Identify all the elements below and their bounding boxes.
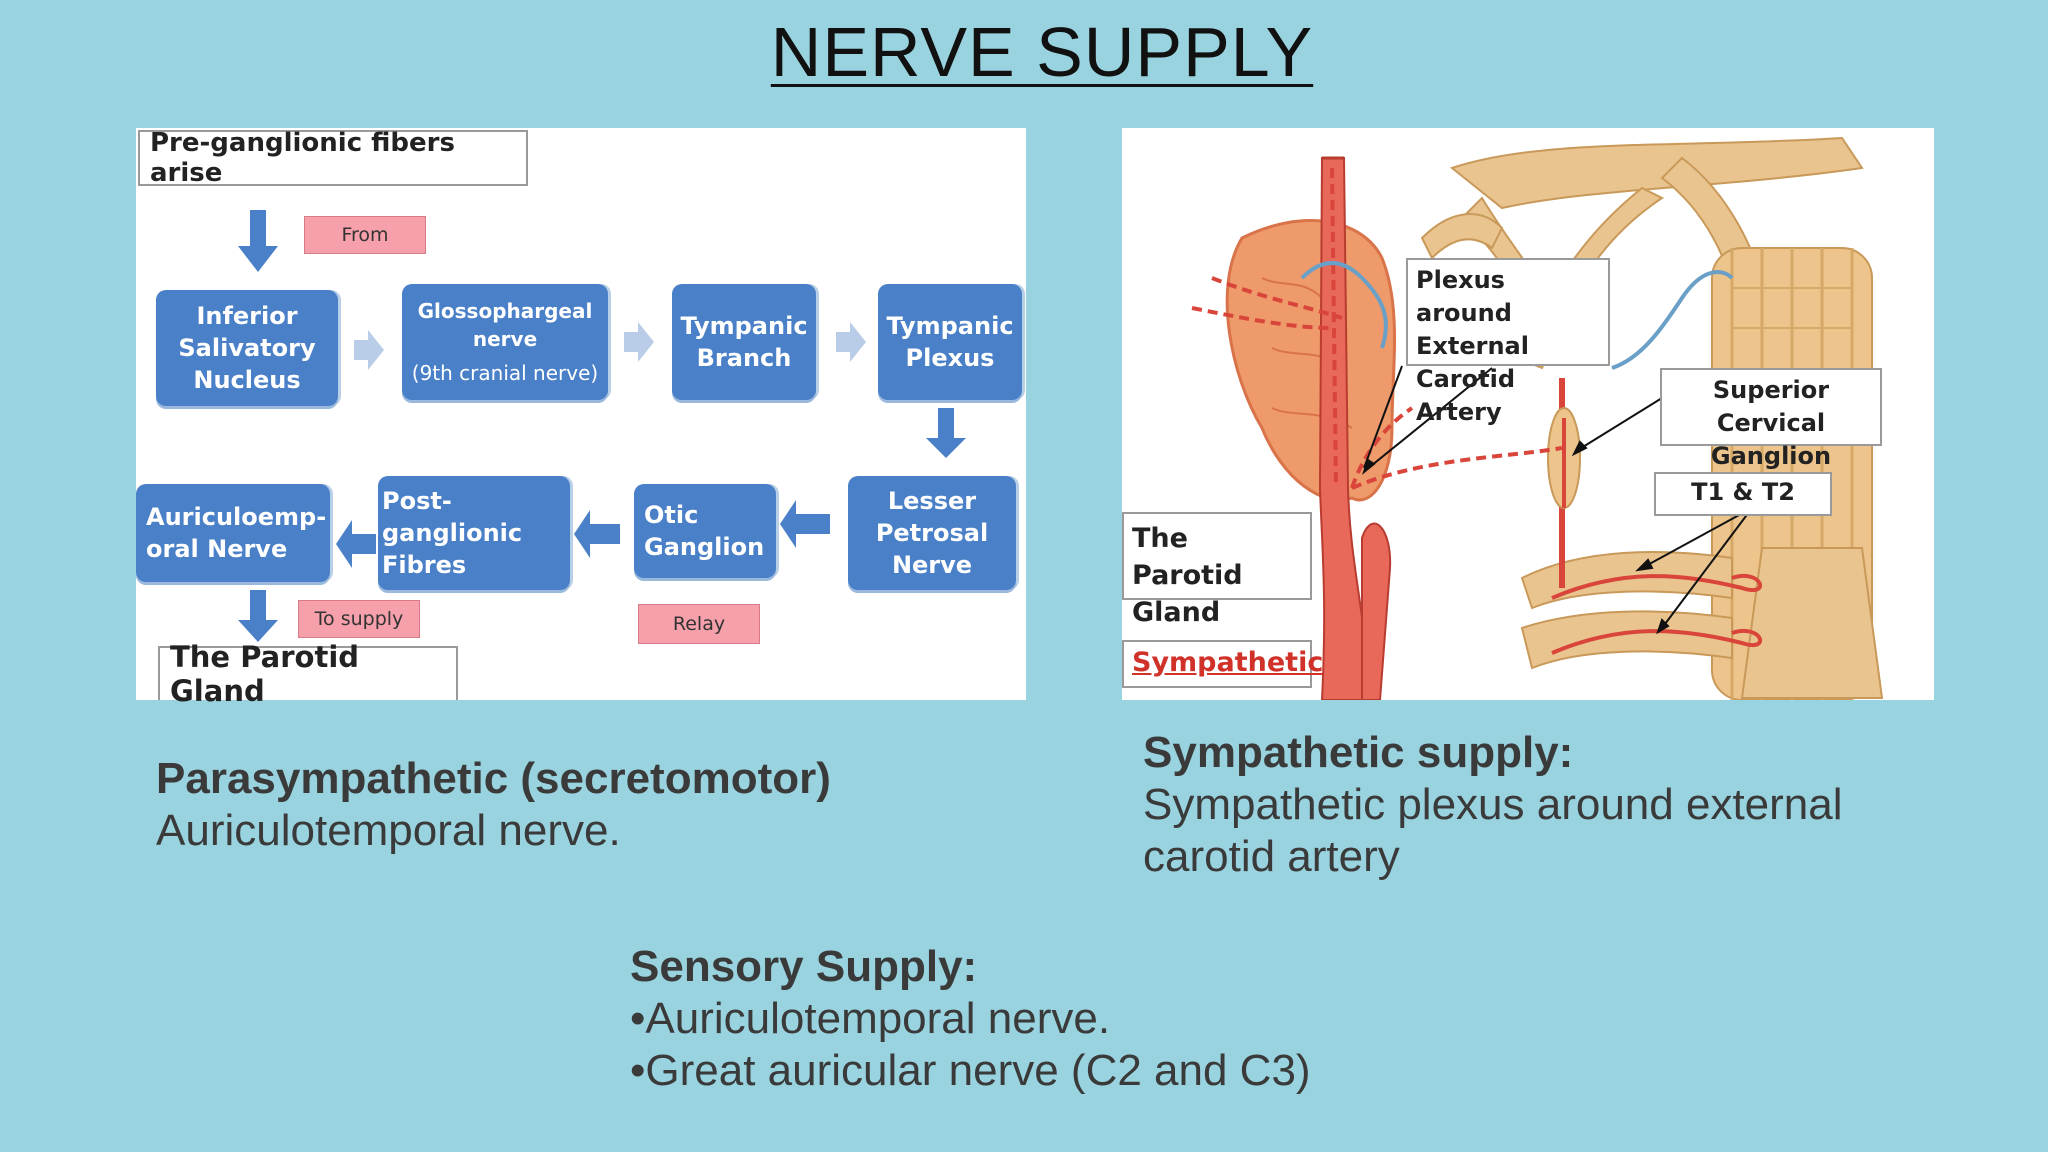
label-the-parotid-gland: The Parotid Gland <box>1122 512 1312 628</box>
parotid-gland-drawing <box>1225 219 1396 502</box>
sensory-heading: Sensory Supply: <box>630 942 978 991</box>
superior-cervical-ganglion-drawing <box>1547 407 1581 509</box>
end-label-parotid-gland: The Parotid Gland <box>158 640 458 708</box>
parasympathetic-text: Auriculotemporal nerve. <box>156 806 621 855</box>
sympathetic-plexus-dashes <box>1191 167 1563 490</box>
box-post-ganglionic-fibres: Post-ganglionic Fibres <box>378 476 570 590</box>
sensory-item: •Great auricular nerve (C2 and C3) <box>630 1046 1311 1095</box>
blue-nerve-lines <box>1300 261 1734 370</box>
box-auriculotemporal-nerve: Auriculoemp- oral Nerve <box>136 484 330 582</box>
pointer-lines <box>1361 365 1753 635</box>
glossopharyngeal-sub-label: (9th cranial nerve) <box>411 361 599 385</box>
box-otic-ganglion: Otic Ganglion <box>634 484 776 578</box>
box-tympanic-branch: Tympanic Branch <box>672 284 816 400</box>
label-t1-t2: T1 & T2 <box>1654 472 1832 516</box>
glossopharyngeal-label: Glossophargeal nerve <box>417 299 593 351</box>
flow-arrows <box>238 210 966 642</box>
sympathetic-text-line-1: Sympathetic plexus around external <box>1143 780 1843 829</box>
label-superior-cervical-ganglion: Superior Cervical Ganglion <box>1660 368 1882 470</box>
label-sympathetic: Sympathetic <box>1122 640 1323 688</box>
to-supply-tag: To supply <box>298 600 420 638</box>
arrow-down-icon <box>238 590 278 642</box>
arrow-down-icon <box>238 210 278 272</box>
from-tag: From <box>304 216 426 254</box>
label-plexus-external-carotid: Plexus around External Carotid Artery <box>1406 258 1610 426</box>
external-carotid-artery-drawing <box>1318 156 1392 700</box>
sympathetic-section: Sympathetic supply: Sympathetic plexus a… <box>1143 728 1843 882</box>
start-label: Pre-ganglionic fibers arise <box>138 128 528 188</box>
arrow-left-icon <box>336 500 830 568</box>
box-inferior-salivatory-nucleus: Inferior Salivatory Nucleus <box>156 290 338 406</box>
sensory-section: Sensory Supply: •Auriculotemporal nerve.… <box>630 942 1311 1096</box>
sensory-item: •Auriculotemporal nerve. <box>630 994 1111 1043</box>
vertebra-drawing <box>1520 547 1884 699</box>
relay-tag: Relay <box>638 604 760 644</box>
sympathetic-heading: Sympathetic supply: <box>1143 728 1574 777</box>
page-title: NERVE SUPPLY <box>770 13 1314 91</box>
parasympathetic-heading: Parasympathetic (secretomotor) <box>156 754 831 803</box>
sympathetic-anatomy-illustration: Plexus around External Carotid Artery Su… <box>1122 128 1934 700</box>
box-glossopharyngeal-nerve: Glossophargeal nerve (9th cranial nerve) <box>402 284 608 400</box>
arrow-down-icon <box>926 408 966 458</box>
box-tympanic-plexus: Tympanic Plexus <box>878 284 1022 400</box>
arrow-right-icon <box>354 322 866 370</box>
sympathetic-text-line-2: carotid artery <box>1143 832 1400 881</box>
parasympathetic-flowchart: Pre-ganglionic fibers arise From Inferio… <box>136 128 1026 708</box>
box-lesser-petrosal-nerve: Lesser Petrosal Nerve <box>848 476 1016 590</box>
parasympathetic-section: Parasympathetic (secretomotor) Auriculot… <box>156 754 831 856</box>
